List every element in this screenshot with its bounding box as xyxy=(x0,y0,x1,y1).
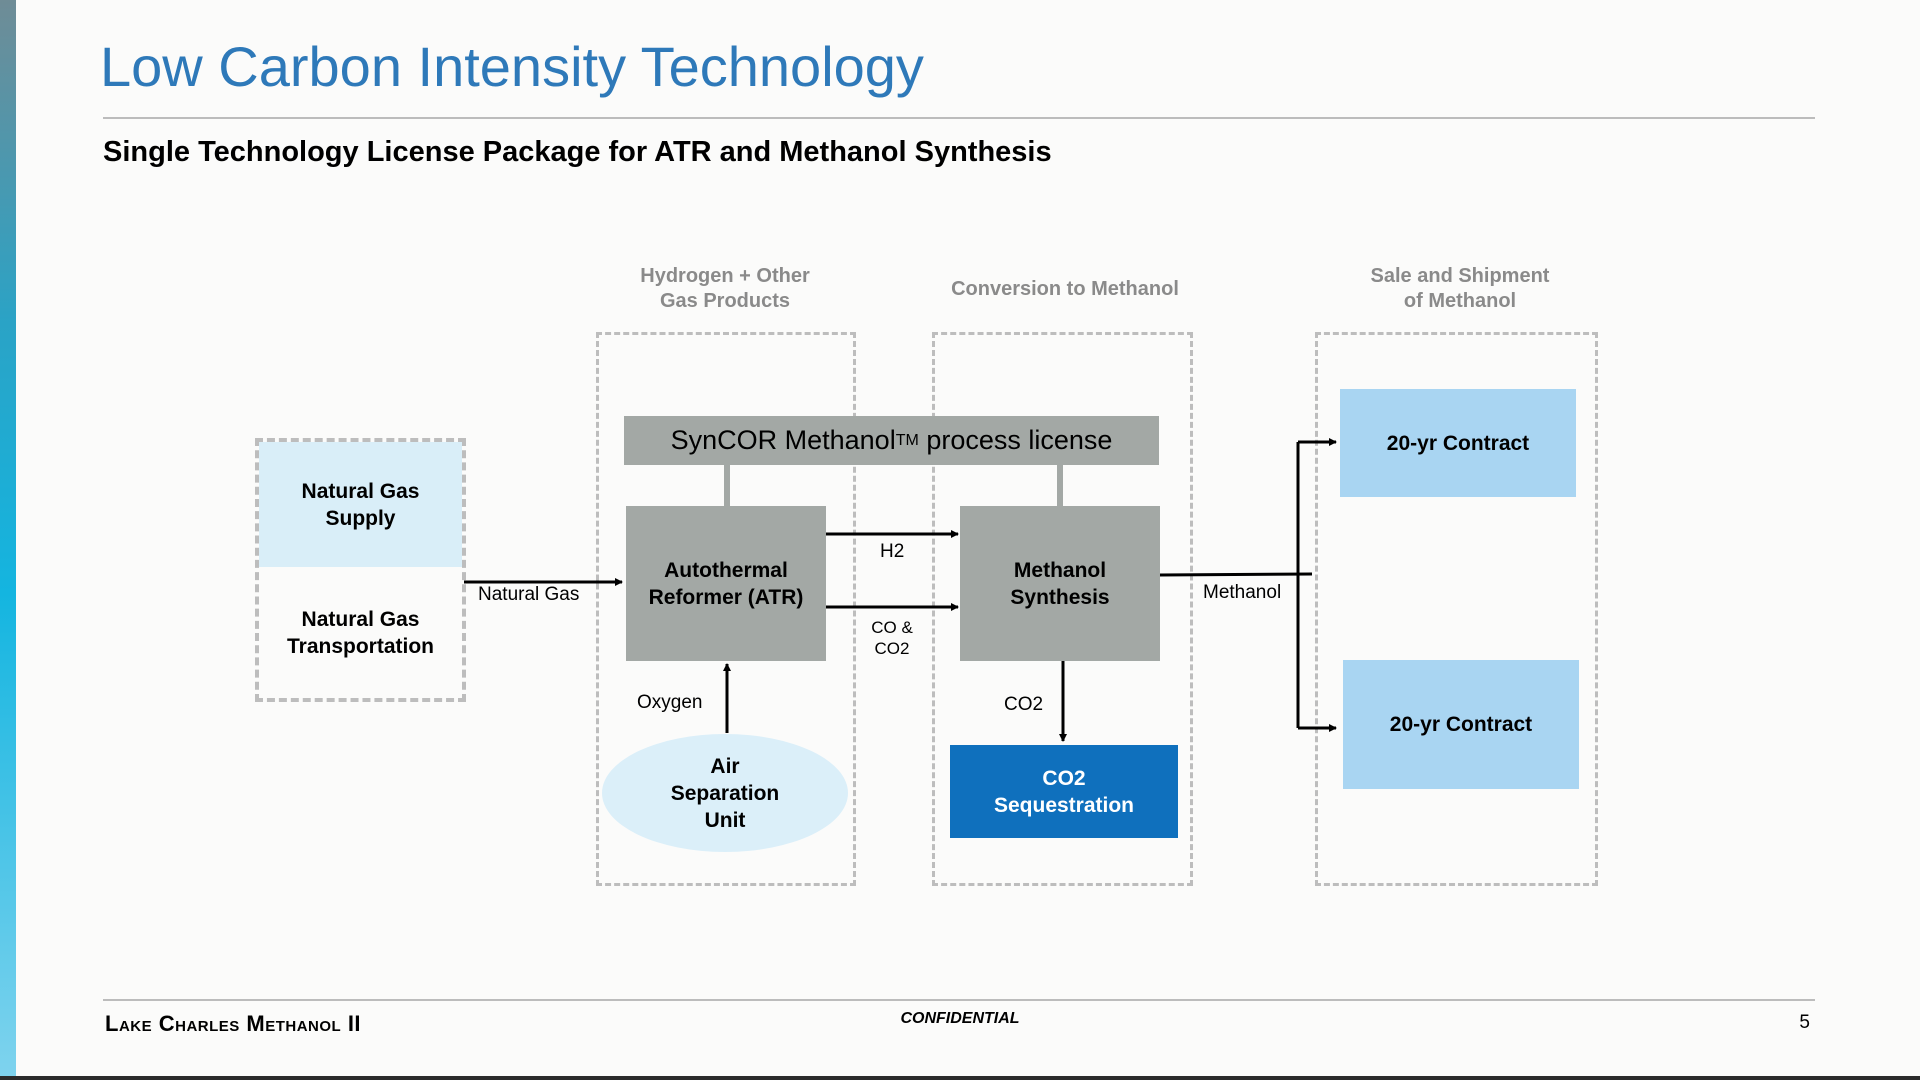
header-conversion: Conversion to Methanol xyxy=(951,278,1179,300)
natural-gas-supply-line1: Natural Gas xyxy=(301,479,420,503)
natural-gas-transportation-line1: Natural Gas xyxy=(301,607,420,631)
title-divider xyxy=(103,117,1815,119)
label-co2: CO2 xyxy=(1004,694,1044,715)
license-suffix: process license xyxy=(918,425,1113,455)
license-text: SynCOR Methanol xyxy=(670,425,896,455)
natural-gas-transportation-box: Natural Gas Transportation xyxy=(259,567,462,698)
methanol-synthesis-box: Methanol Synthesis xyxy=(960,506,1160,661)
label-co-co2-line2: CO2 xyxy=(874,639,910,658)
methanol-synthesis-line2: Synthesis xyxy=(1010,585,1110,609)
footer-divider xyxy=(103,999,1815,1001)
label-natural-gas: Natural Gas xyxy=(478,584,580,605)
methanol-synthesis-line1: Methanol xyxy=(1013,558,1107,582)
label-co-co2: CO & CO2 xyxy=(862,617,922,659)
page-subtitle: Single Technology License Package for AT… xyxy=(103,136,1052,168)
co2-sequestration-box: CO2 Sequestration xyxy=(950,745,1178,838)
label-oxygen: Oxygen xyxy=(637,692,703,713)
header-hydrogen-line2: Gas Products xyxy=(659,290,791,312)
side-accent-bar xyxy=(0,0,16,1080)
license-trademark: TM xyxy=(895,432,919,449)
header-hydrogen: Hydrogen + Other Gas Products xyxy=(600,264,850,314)
footer-company: Lake Charles Methanol II xyxy=(105,1011,362,1036)
air-separation-line1: Air xyxy=(710,754,740,778)
natural-gas-transportation-line2: Transportation xyxy=(286,634,434,658)
header-sale-line2: of Methanol xyxy=(1403,290,1517,312)
contract-box-2: 20-yr Contract xyxy=(1343,660,1579,789)
sale-frame xyxy=(1315,332,1598,886)
air-separation-unit: Air Separation Unit xyxy=(602,734,848,852)
bottom-border xyxy=(0,1076,1920,1080)
conversion-frame xyxy=(932,332,1193,886)
page-number: 5 xyxy=(1799,1012,1810,1033)
methanol-line xyxy=(1159,572,1313,577)
hydrogen-frame xyxy=(596,332,856,886)
atr-box: Autothermal Reformer (ATR) xyxy=(626,506,826,661)
atr-line1: Autothermal xyxy=(664,558,788,582)
footer-confidential: CONFIDENTIAL xyxy=(900,1010,1020,1027)
contract-box-1: 20-yr Contract xyxy=(1340,389,1576,497)
page-title: Low Carbon Intensity Technology xyxy=(100,35,924,98)
header-sale-line1: Sale and Shipment xyxy=(1370,265,1550,287)
header-hydrogen-line1: Hydrogen + Other xyxy=(640,265,810,287)
natural-gas-supply-box: Natural Gas Supply xyxy=(259,442,462,567)
label-methanol: Methanol xyxy=(1203,582,1282,603)
natural-gas-supply-line2: Supply xyxy=(325,506,396,530)
natural-gas-frame xyxy=(255,438,466,702)
label-h2: H2 xyxy=(880,541,905,562)
co2-sequestration-line2: Sequestration xyxy=(993,793,1135,817)
atr-line2: Reformer (ATR) xyxy=(648,585,804,609)
air-separation-line3: Unit xyxy=(704,808,746,832)
label-co-co2-line1: CO & xyxy=(871,618,913,637)
air-separation-line2: Separation xyxy=(670,781,780,805)
header-sale: Sale and Shipment of Methanol xyxy=(1330,264,1590,314)
co2-sequestration-line1: CO2 xyxy=(1042,766,1086,790)
